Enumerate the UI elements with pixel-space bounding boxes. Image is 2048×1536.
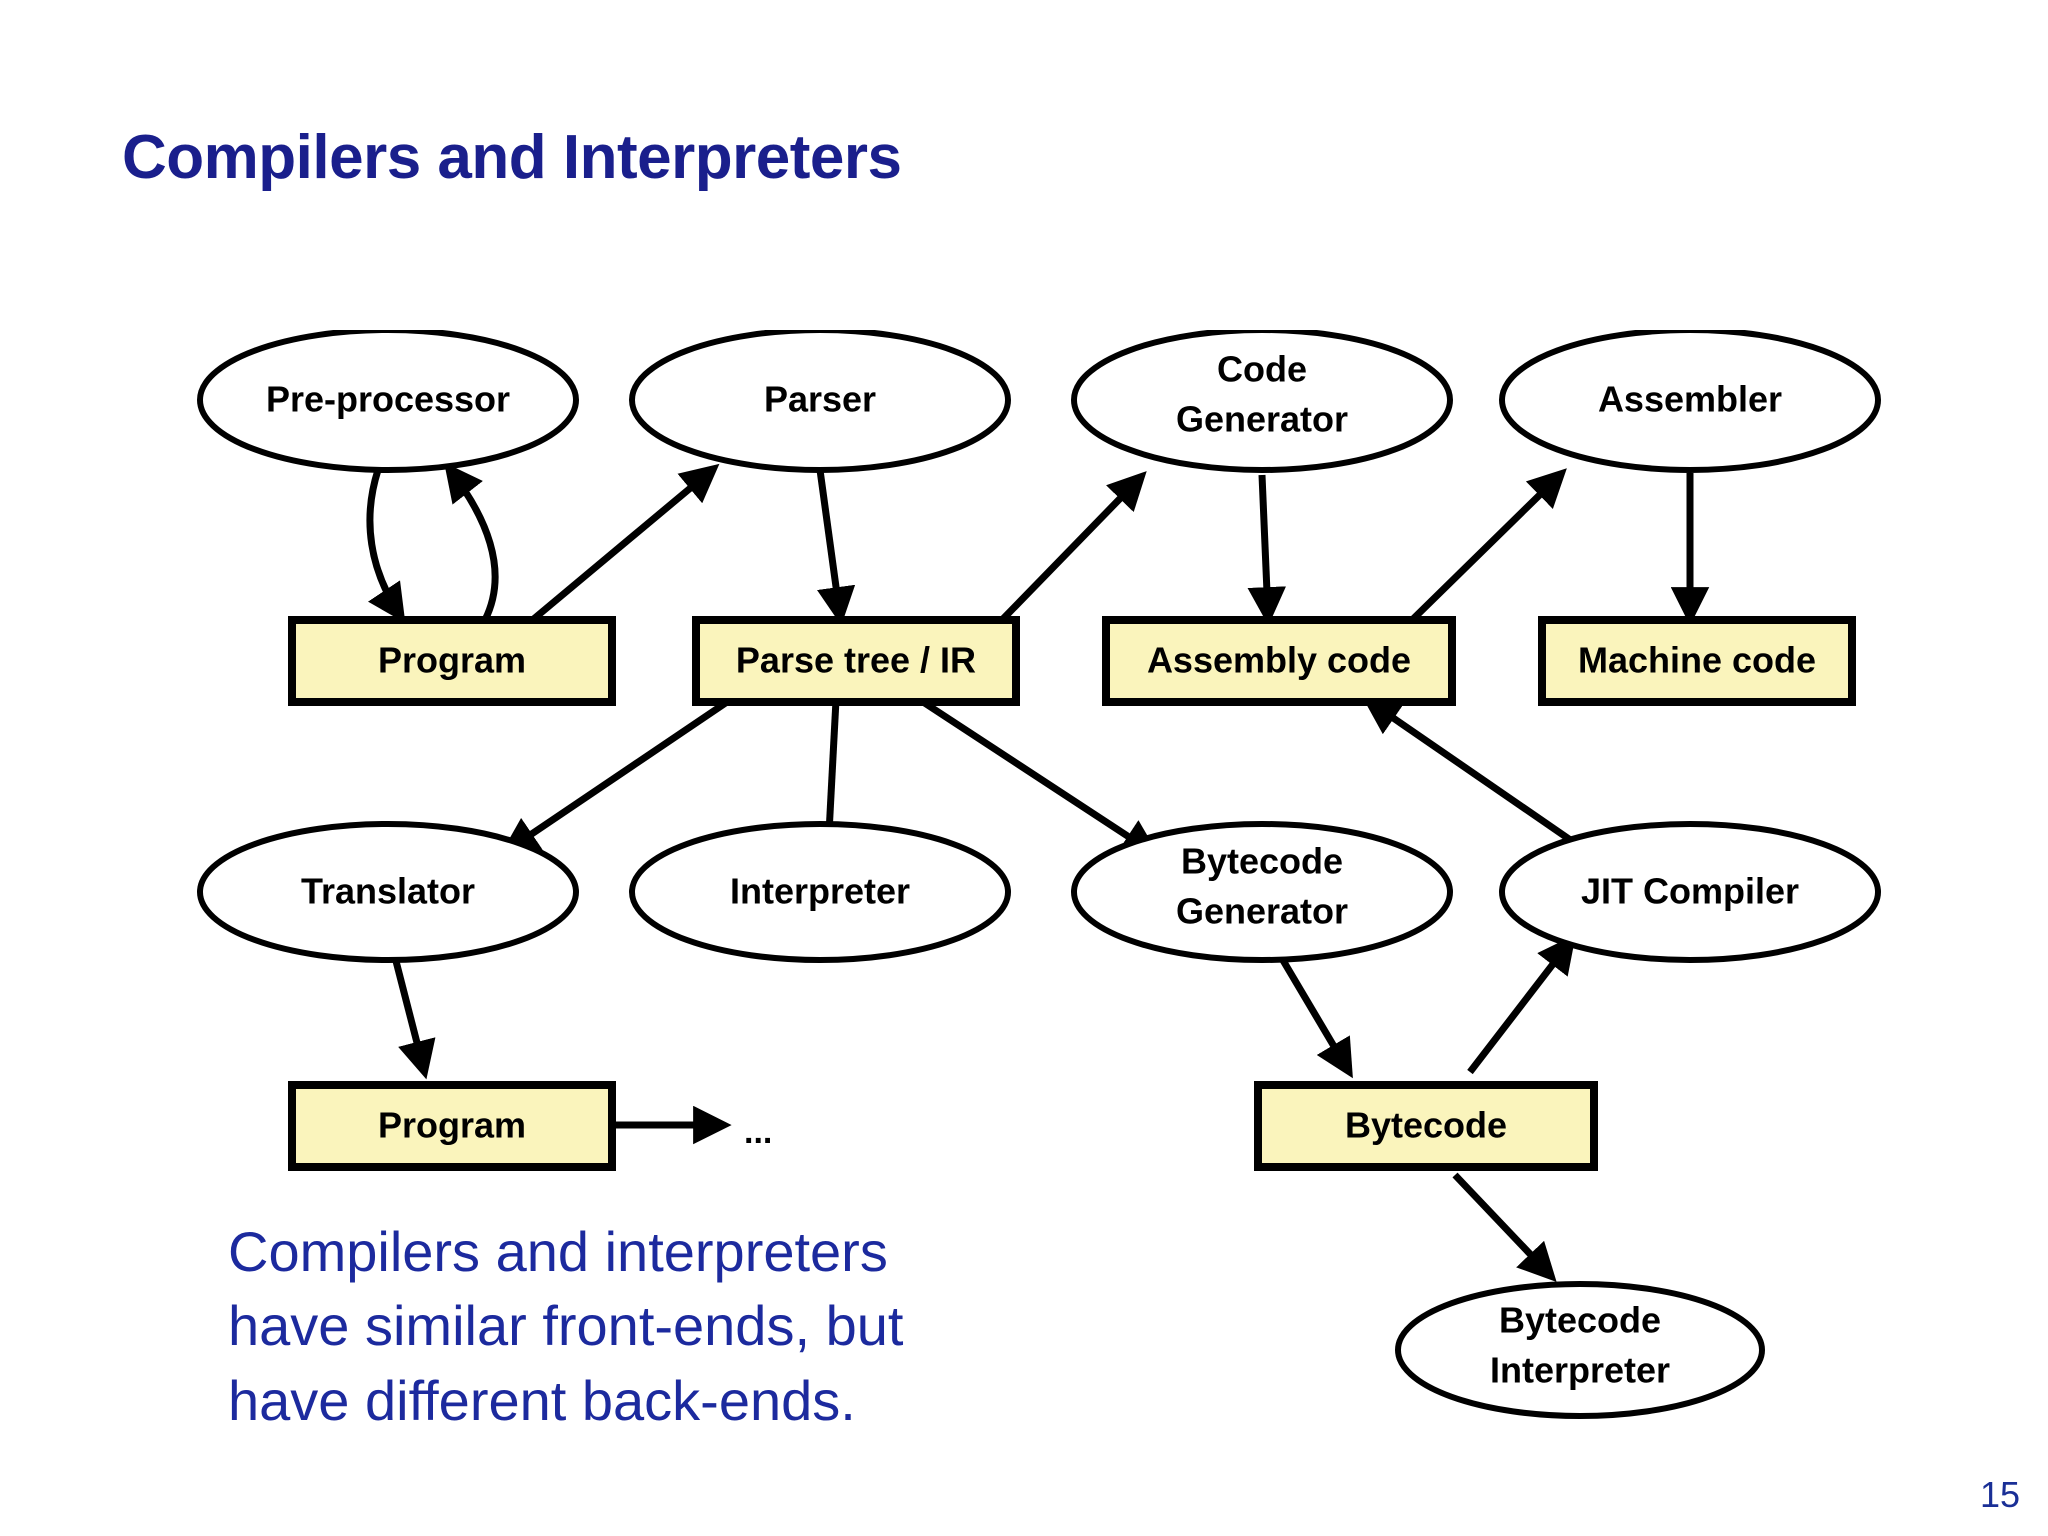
node-parse-tree-ir[interactable]: Parse tree / IR: [692, 616, 1020, 706]
edge-jitcompiler-to-assemblycode: [1362, 696, 1584, 851]
node-bytecode[interactable]: Bytecode: [1254, 1081, 1598, 1171]
edge-parsetree-to-translator: [500, 697, 732, 856]
node-machine-code-label: Machine code: [1578, 640, 1816, 681]
node-parser-label: Parser: [764, 379, 876, 420]
node-bytecode-interpreter[interactable]: Bytecode Interpreter: [1395, 1281, 1765, 1419]
compiler-pipeline-diagram: Pre-processor Parser Code Generator Asse…: [197, 330, 1881, 1419]
node-preprocessor[interactable]: Pre-processor: [197, 330, 579, 473]
edge-parsetree-to-bytecodegenerator: [918, 697, 1161, 858]
node-preprocessor-label: Pre-processor: [266, 379, 510, 420]
edge-bytecode-to-bytecodeinterpreter: [1452, 1172, 1557, 1282]
edge-parser-to-parsetree: [816, 469, 856, 626]
caption-line-3: have different back-ends.: [228, 1368, 856, 1432]
node-interpreter-label: Interpreter: [730, 871, 910, 912]
node-translator-label: Translator: [301, 871, 475, 912]
node-bytecode-interpreter-label-line1: Bytecode: [1499, 1300, 1661, 1341]
caption-line-1: Compilers and interpreters: [228, 1220, 888, 1283]
node-translator[interactable]: Translator: [197, 821, 579, 963]
node-program-bottom[interactable]: Program: [288, 1081, 616, 1171]
node-code-generator-label-line2: Generator: [1176, 399, 1348, 440]
node-machine-code[interactable]: Machine code: [1538, 616, 1856, 706]
edge-program-to-preprocessor: [444, 462, 499, 622]
node-bytecode-generator-label-line2: Generator: [1176, 891, 1348, 932]
node-program-top[interactable]: Program: [288, 616, 616, 706]
node-interpreter[interactable]: Interpreter: [629, 821, 1011, 963]
node-assembly-code[interactable]: Assembly code: [1102, 616, 1456, 706]
caption-line-2: have similar front-ends, but: [228, 1294, 904, 1358]
ellipsis-label: ...: [744, 1113, 772, 1151]
caption-text: Compilers and interpreters have similar …: [228, 1215, 1088, 1438]
node-assembler[interactable]: Assembler: [1499, 330, 1881, 473]
node-bytecode-interpreter-label-line2: Interpreter: [1490, 1350, 1670, 1391]
node-program-bottom-label: Program: [378, 1105, 526, 1146]
node-program-top-label: Program: [378, 640, 526, 681]
node-parse-tree-ir-label: Parse tree / IR: [736, 640, 976, 681]
node-jit-compiler[interactable]: JIT Compiler: [1499, 821, 1881, 963]
node-assembly-code-label: Assembly code: [1147, 640, 1411, 681]
edge-bytecode-to-jitcompiler: [1467, 934, 1576, 1075]
node-parser[interactable]: Parser: [629, 330, 1011, 473]
node-jit-compiler-label: JIT Compiler: [1581, 871, 1799, 912]
node-bytecode-generator[interactable]: Bytecode Generator: [1071, 821, 1453, 963]
node-bytecode-label: Bytecode: [1345, 1105, 1507, 1146]
node-code-generator[interactable]: Code Generator: [1071, 330, 1453, 473]
edge-parsetree-to-codegenerator: [997, 471, 1147, 625]
edge-program-to-parser: [527, 463, 720, 625]
page-number: 15: [1979, 1474, 2020, 1515]
node-bytecode-generator-label-line1: Bytecode: [1181, 841, 1343, 882]
edge-assemblycode-to-assembler: [1407, 468, 1567, 625]
edge-preprocessor-to-program: [366, 468, 406, 624]
edge-codegenerator-to-assemblycode: [1247, 474, 1287, 626]
node-code-generator-label-line1: Code: [1217, 349, 1307, 390]
page-title: Compilers and Interpreters: [122, 123, 902, 192]
node-assembler-label: Assembler: [1598, 379, 1782, 420]
